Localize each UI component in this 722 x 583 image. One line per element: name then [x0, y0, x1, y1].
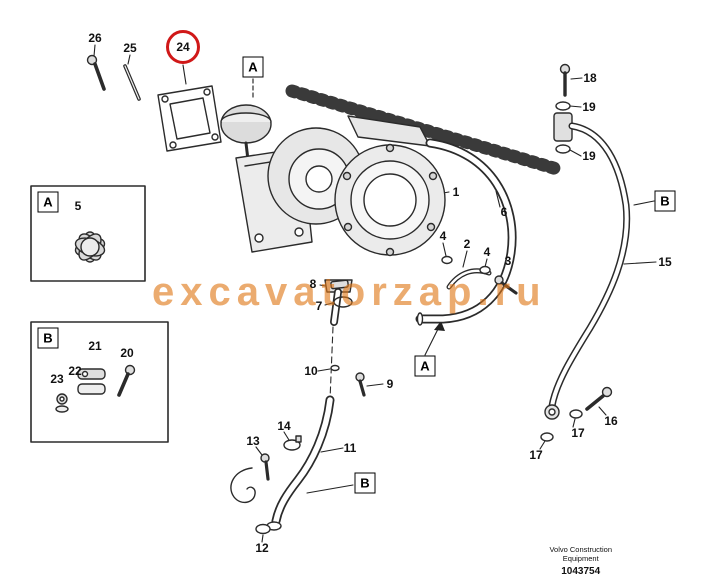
part-callout-11[interactable]: 11	[343, 441, 357, 455]
part-callout-21[interactable]: 21	[88, 339, 102, 353]
part-callout-19[interactable]: 19	[582, 149, 596, 163]
bolt-26	[86, 54, 106, 91]
stud-25	[123, 64, 141, 101]
detail-marker-b: B	[654, 190, 676, 212]
clamp-14	[283, 435, 302, 451]
part-callout-8[interactable]: 8	[309, 277, 317, 291]
part-callout-9[interactable]: 9	[386, 377, 394, 391]
part-callout-17[interactable]: 17	[571, 426, 585, 440]
part-callout-3[interactable]: 3	[504, 254, 512, 268]
clamp-22	[77, 383, 106, 395]
turbocharger-1	[220, 104, 446, 293]
detail-marker-b: B	[354, 472, 376, 494]
detail-marker-b: B	[37, 327, 59, 349]
bracket-hook	[230, 467, 256, 504]
bolt-20-shaft	[117, 372, 130, 397]
part-callout-23[interactable]: 23	[50, 372, 64, 386]
part-callout-1[interactable]: 1	[452, 185, 460, 199]
oil-pipe-2	[441, 255, 518, 295]
part-callout-17[interactable]: 17	[529, 448, 543, 462]
part-callout-25[interactable]: 25	[123, 41, 137, 55]
part-callout-12[interactable]: 12	[255, 541, 269, 555]
oil-pipe-15	[540, 63, 631, 442]
part-callout-7[interactable]: 7	[315, 299, 323, 313]
gasket-24	[157, 85, 222, 152]
part-callout-10[interactable]: 10	[304, 364, 318, 378]
publisher-name-line2: Equipment	[562, 554, 599, 564]
part-callout-6[interactable]: 6	[500, 205, 508, 219]
bolt-13	[260, 453, 270, 481]
bolt-9	[355, 372, 366, 397]
part-callout-2[interactable]: 2	[463, 237, 471, 251]
publisher-name-line1: Volvo Construction	[549, 544, 612, 554]
detail-view-a	[30, 185, 146, 282]
detail-marker-a: A	[37, 191, 59, 213]
part-callout-20[interactable]: 20	[120, 346, 134, 360]
footer: Volvo Construction Equipment 1043754	[549, 545, 612, 578]
part-callout-26[interactable]: 26	[88, 31, 102, 45]
part-callout-5[interactable]: 5	[74, 199, 82, 213]
part-callout-15[interactable]: 15	[658, 255, 672, 269]
detail-marker-a: A	[242, 56, 264, 78]
section-boundary-hatch	[285, 84, 564, 176]
part-callout-16[interactable]: 16	[604, 414, 618, 428]
hose-6	[415, 138, 517, 326]
part-callout-18[interactable]: 18	[583, 71, 597, 85]
arrow-to-detail-a	[434, 321, 445, 331]
part-callout-24[interactable]: 24	[166, 30, 200, 64]
coupling-5	[74, 231, 106, 263]
detail-marker-a: A	[414, 355, 436, 377]
part-callout-19[interactable]: 19	[582, 100, 596, 114]
washer-23	[55, 405, 69, 413]
part-callout-22[interactable]: 22	[68, 364, 82, 378]
part-callout-14[interactable]: 14	[277, 419, 291, 433]
part-callout-4[interactable]: 4	[483, 245, 491, 259]
part-callout-4[interactable]: 4	[439, 229, 447, 243]
figure-number: 1043754	[561, 566, 601, 577]
part-callout-13[interactable]: 13	[246, 434, 260, 448]
o-ring-12	[255, 523, 271, 535]
